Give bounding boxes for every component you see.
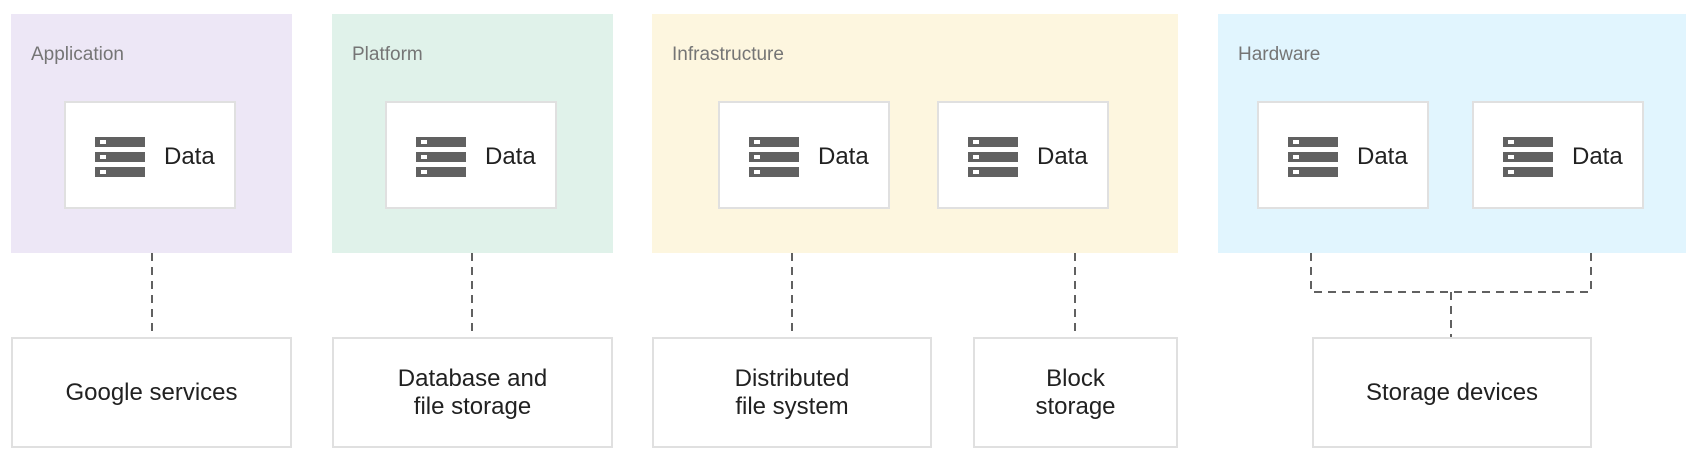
database-icon	[416, 137, 466, 177]
data-label: Data	[1572, 143, 1623, 170]
distributed-file-system-box: Distributed file system	[652, 337, 932, 448]
database-icon	[749, 137, 799, 177]
layer-title: Application	[31, 44, 124, 65]
application-layer: Application Data	[11, 14, 292, 253]
google-services-label: Google services	[65, 378, 238, 406]
distributed-file-system-label: Distributed file system	[734, 364, 850, 420]
data-label: Data	[164, 143, 215, 170]
database-icon	[1288, 137, 1338, 177]
data-card: Data	[1472, 101, 1644, 209]
database-file-storage-label: Database and file storage	[397, 364, 548, 420]
database-icon	[95, 137, 145, 177]
data-card: Data	[718, 101, 890, 209]
database-icon	[968, 137, 1018, 177]
data-label: Data	[485, 143, 536, 170]
platform-layer: Platform Data	[332, 14, 613, 253]
connector-hardware-bracket	[1310, 253, 1592, 293]
data-label: Data	[1357, 143, 1408, 170]
data-card: Data	[64, 101, 236, 209]
database-icon	[1503, 137, 1553, 177]
google-services-box: Google services	[11, 337, 292, 448]
data-label: Data	[1037, 143, 1088, 170]
database-file-storage-box: Database and file storage	[332, 337, 613, 448]
data-card: Data	[1257, 101, 1429, 209]
layer-title: Infrastructure	[672, 44, 784, 65]
data-card: Data	[937, 101, 1109, 209]
storage-devices-box: Storage devices	[1312, 337, 1592, 448]
layer-title: Hardware	[1238, 44, 1321, 65]
infrastructure-layer: Infrastructure Data Data	[652, 14, 1178, 253]
block-storage-label: Block storage	[1035, 364, 1116, 420]
data-label: Data	[818, 143, 869, 170]
block-storage-box: Block storage	[973, 337, 1178, 448]
data-card: Data	[385, 101, 557, 209]
storage-devices-label: Storage devices	[1365, 378, 1539, 406]
layer-title: Platform	[352, 44, 423, 65]
hardware-layer: Hardware Data Data	[1218, 14, 1686, 253]
